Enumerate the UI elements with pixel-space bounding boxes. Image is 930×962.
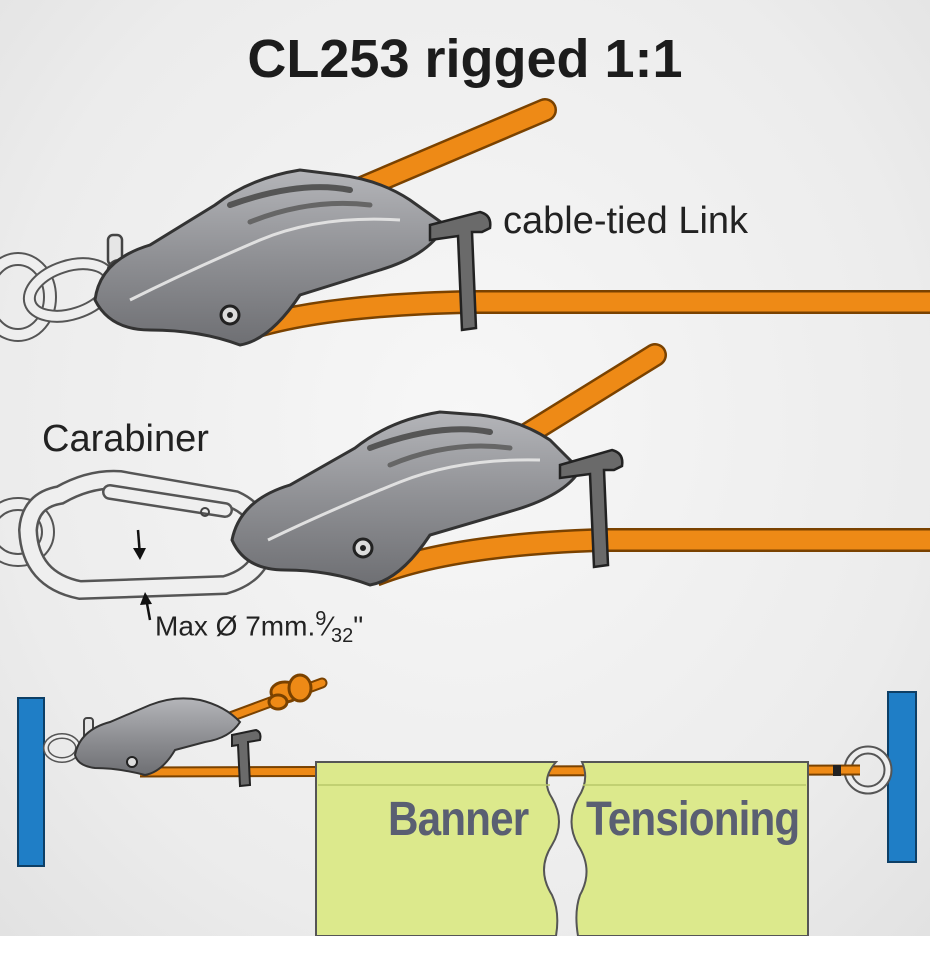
diagram-canvas: CL253 rigged 1:1 cable-tied Link Carabin… (0, 0, 930, 936)
banner-word-left: Banner (388, 793, 529, 846)
carabiner-label: Carabiner (42, 418, 209, 460)
post-right-icon (887, 691, 917, 863)
diagram-drawing (0, 98, 930, 936)
ring-icon (0, 252, 57, 342)
max-diameter-numerator: 9 (315, 608, 327, 630)
knot-icon (267, 673, 313, 711)
max-diameter-suffix: " (353, 610, 364, 642)
ring-icon (0, 497, 55, 567)
post-left-icon (17, 697, 45, 867)
bottom-assembly (17, 673, 917, 936)
cable-tied-link-label: cable-tied Link (503, 200, 749, 242)
cable-tie-icon (231, 728, 262, 788)
cable-tie-icon (428, 210, 492, 332)
max-diameter-prefix: Max Ø 7mm. (155, 610, 316, 642)
carabiner-icon (17, 469, 276, 601)
max-diameter-denominator: 32 (331, 624, 354, 647)
top-assembly (0, 98, 930, 347)
cable-tie-icon (558, 448, 624, 569)
max-diameter-label: Max Ø 7mm.9⁄32" (155, 608, 364, 647)
banner-word-right: Tensioning (586, 793, 800, 846)
banner-icon (315, 761, 809, 936)
cleat-icon (230, 410, 582, 587)
middle-assembly (0, 343, 930, 621)
diagram-title: CL253 rigged 1:1 (247, 29, 683, 89)
diameter-arrows (133, 529, 152, 621)
cleat-icon (73, 697, 242, 777)
cleat-icon (93, 168, 447, 347)
